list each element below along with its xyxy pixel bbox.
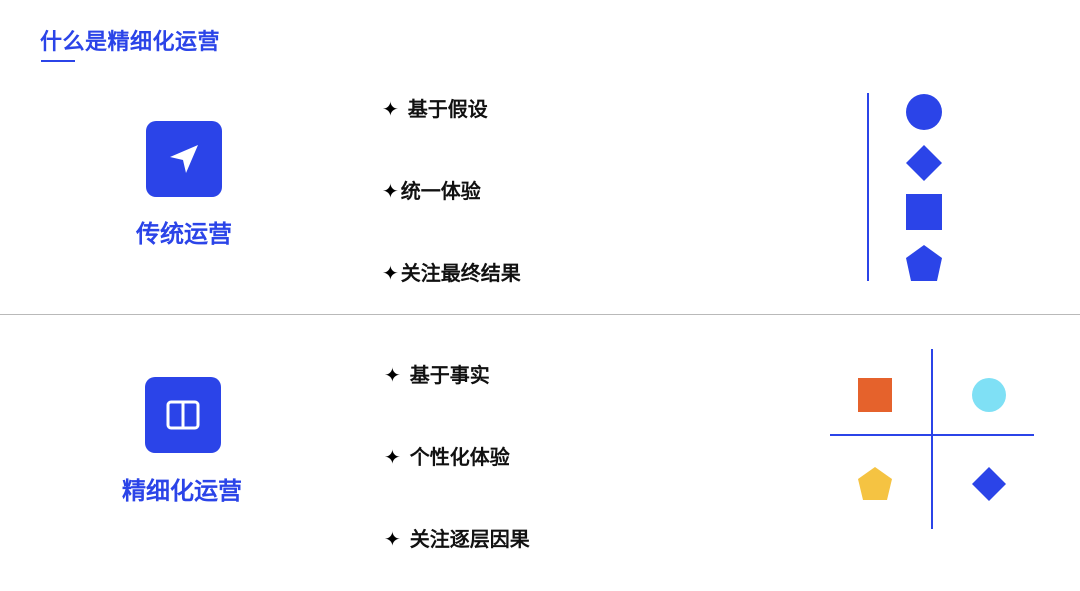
refined-point-1: ✦ 基于事实	[384, 359, 490, 388]
traditional-label: 传统运营	[136, 220, 232, 248]
pentagon-icon	[858, 467, 892, 500]
navigation-arrow-icon	[170, 145, 198, 173]
pentagon-icon	[906, 245, 942, 281]
square-icon	[858, 378, 892, 412]
circle-icon	[906, 94, 942, 130]
point-text: 关注逐层因果	[402, 527, 530, 551]
refined-label: 精细化运营	[122, 477, 242, 505]
refined-point-3: ✦ 关注逐层因果	[384, 523, 530, 552]
split-panel-icon	[166, 400, 200, 430]
title-underline	[41, 60, 75, 62]
traditional-icon-tile	[146, 121, 222, 197]
refined-icon-tile	[145, 377, 221, 453]
star-icon: ✦	[382, 179, 399, 203]
star-icon: ✦	[384, 445, 401, 469]
star-icon: ✦	[384, 527, 401, 551]
traditional-point-3: ✦关注最终结果	[382, 257, 521, 286]
point-text: 基于事实	[402, 363, 490, 387]
section-divider	[0, 314, 1080, 315]
point-text: 统一体验	[400, 179, 481, 203]
star-icon: ✦	[382, 97, 399, 121]
quadrant-horizontal-line	[830, 434, 1034, 436]
diamond-icon	[906, 145, 942, 181]
traditional-point-1: ✦ 基于假设	[382, 93, 488, 122]
traditional-point-2: ✦统一体验	[382, 175, 481, 204]
page-title: 什么是精细化运营	[40, 30, 221, 55]
star-icon: ✦	[382, 261, 399, 285]
square-icon	[906, 194, 942, 230]
vertical-divider-line	[867, 93, 869, 281]
point-text: 基于假设	[400, 97, 488, 121]
star-icon: ✦	[384, 363, 401, 387]
point-text: 个性化体验	[402, 445, 510, 469]
diamond-icon	[972, 467, 1006, 501]
point-text: 关注最终结果	[400, 261, 521, 285]
refined-point-2: ✦ 个性化体验	[384, 441, 510, 470]
circle-icon	[972, 378, 1006, 412]
quadrant-vertical-line	[931, 349, 933, 529]
